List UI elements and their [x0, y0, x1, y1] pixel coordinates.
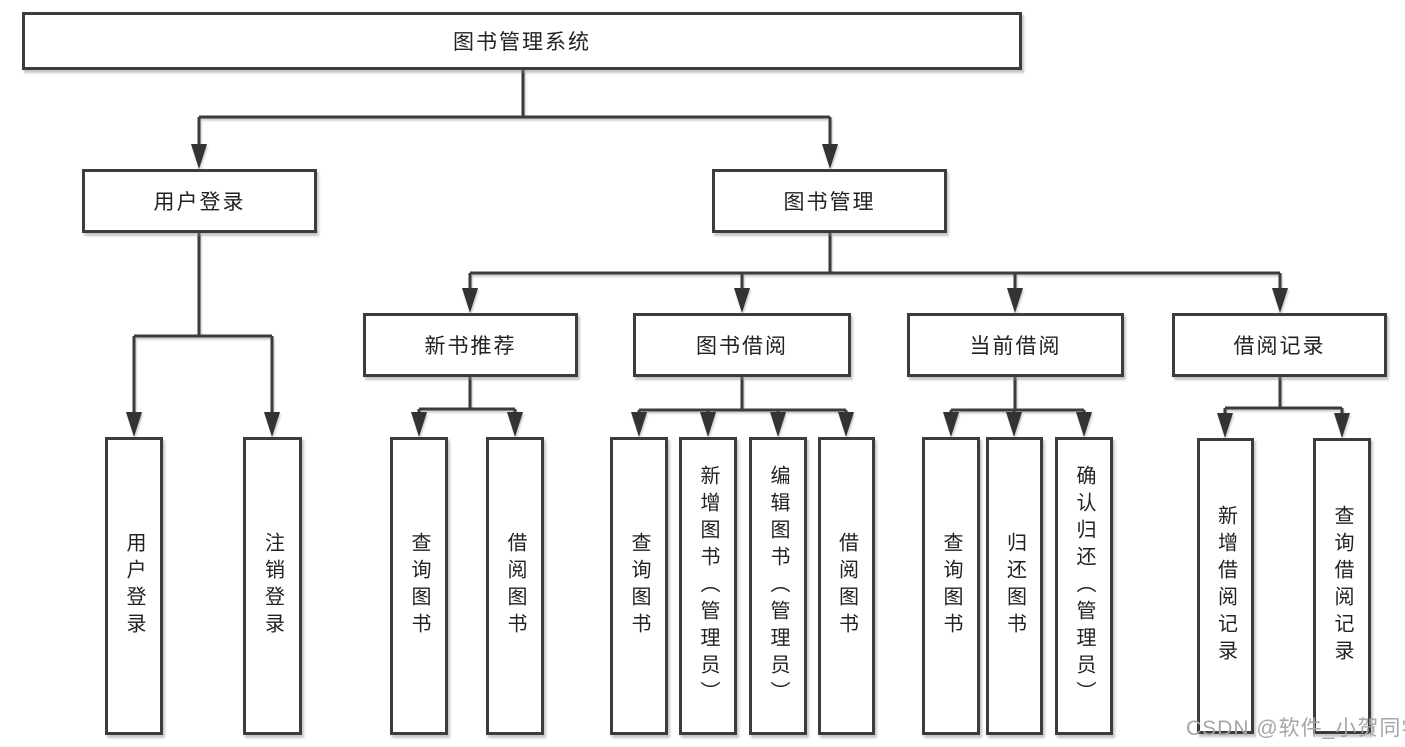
- leaf-current-return: 归还图书: [986, 437, 1043, 735]
- leaf-record-add: 新增借阅记录: [1197, 438, 1254, 734]
- leaf-borrow-add-admin-label: 新增图书（管理员）: [697, 464, 719, 708]
- node-root-system: 图书管理系统: [22, 12, 1022, 70]
- leaf-borrow-edit-admin: 编辑图书（管理员）: [749, 437, 807, 735]
- leaf-borrow-query: 查询图书: [610, 437, 668, 735]
- leaf-borrow-add-admin: 新增图书（管理员）: [679, 437, 737, 735]
- leaf-current-query: 查询图书: [922, 437, 980, 735]
- node-user-login: 用户登录: [82, 169, 317, 233]
- csdn-watermark: CSDN @软件_小贺同学: [1186, 717, 1405, 740]
- leaf-borrow-book: 借阅图书: [818, 437, 875, 735]
- leaf-current-confirm-return-admin: 确认归还（管理员）: [1055, 437, 1113, 735]
- leaf-user-login: 用户登录: [105, 437, 163, 735]
- node-book-management: 图书管理: [712, 169, 947, 233]
- leaf-current-return-label: 归还图书: [1003, 532, 1026, 640]
- leaf-user-login-label: 用户登录: [123, 532, 145, 640]
- leaf-borrow-edit-admin-label: 编辑图书（管理员）: [767, 464, 789, 708]
- leaf-newbook-query: 查询图书: [390, 437, 448, 735]
- leaf-newbook-borrow-label: 借阅图书: [504, 532, 526, 640]
- node-current-borrow: 当前借阅: [907, 313, 1124, 377]
- leaf-logout-label: 注销登录: [261, 532, 284, 640]
- leaf-record-add-label: 新增借阅记录: [1214, 505, 1237, 667]
- leaf-borrow-query-label: 查询图书: [628, 532, 650, 640]
- leaf-current-confirm-return-admin-label: 确认归还（管理员）: [1073, 464, 1095, 708]
- leaf-newbook-borrow: 借阅图书: [486, 437, 544, 735]
- leaf-current-query-label: 查询图书: [940, 532, 962, 640]
- node-book-borrow: 图书借阅: [633, 313, 851, 377]
- leaf-record-query: 查询借阅记录: [1313, 438, 1371, 734]
- leaf-borrow-book-label: 借阅图书: [835, 532, 858, 640]
- node-new-book-recommend: 新书推荐: [363, 313, 578, 377]
- leaf-newbook-query-label: 查询图书: [408, 532, 430, 640]
- leaf-record-query-label: 查询借阅记录: [1331, 505, 1353, 667]
- leaf-logout: 注销登录: [243, 437, 302, 735]
- node-borrow-record: 借阅记录: [1172, 313, 1387, 377]
